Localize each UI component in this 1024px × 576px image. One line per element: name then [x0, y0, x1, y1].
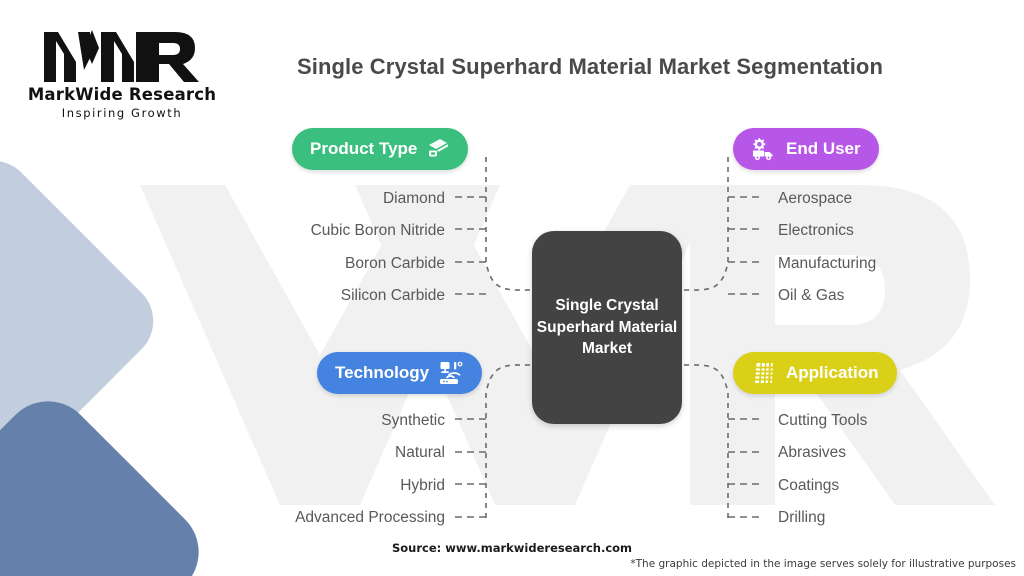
list-item: Synthetic [150, 404, 445, 437]
item-label: Advanced Processing [295, 509, 445, 526]
list-item: Drilling [778, 502, 1024, 535]
list-item: Cutting Tools [778, 404, 1024, 437]
list-item: Silicon Carbide [180, 280, 445, 313]
brand-logo: MarkWide Research Inspiring Growth [22, 28, 222, 120]
mwr-logo-icon [44, 30, 199, 82]
layers-icon [429, 139, 449, 157]
item-label: Silicon Carbide [340, 287, 445, 304]
list-item: Electronics [778, 215, 1024, 248]
item-label: Drilling [778, 509, 826, 526]
item-label: Boron Carbide [345, 254, 445, 272]
branch-label-technology: Technology [335, 363, 430, 382]
branch-badge-application[interactable]: Application [733, 352, 897, 394]
item-label: Coatings [778, 476, 840, 494]
truck-gear-icon [753, 138, 773, 161]
network-device-icon [440, 361, 463, 384]
branch-badge-end-user[interactable]: End User [733, 128, 879, 170]
branch-label-end-user: End User [786, 139, 861, 158]
list-item: Aerospace [778, 182, 1024, 215]
source-credit: Source: www.markwideresearch.com [391, 541, 633, 555]
branch-badge-technology[interactable]: Technology [317, 352, 483, 394]
branch-badge-product-type[interactable]: Product Type [292, 128, 469, 170]
item-label: Abrasives [778, 444, 847, 461]
abrasive-bars-icon [754, 363, 774, 383]
list-item: Manufacturing [778, 247, 1024, 280]
list-item: Hybrid [150, 469, 445, 502]
item-label: Electronics [778, 222, 854, 239]
list-item: Cubic Boron Nitride [180, 215, 445, 248]
item-label: Aerospace [778, 189, 853, 207]
item-label: Synthetic [381, 411, 445, 429]
brand-name: MarkWide Research [27, 85, 217, 104]
item-label: Natural [395, 444, 445, 461]
item-label: Diamond [382, 189, 445, 207]
branch-items-technology: Synthetic Natural Hybrid Advanced Proces… [150, 404, 445, 534]
center-node-label: Single Crystal Superhard Material Market [536, 297, 678, 358]
branch-items-end-user: Aerospace Electronics Manufacturing Oil … [778, 182, 1024, 312]
branch-items-product-type: Diamond Cubic Boron Nitride Boron Carbid… [180, 182, 445, 312]
list-item: Diamond [180, 182, 445, 215]
list-item: Natural [150, 437, 445, 470]
item-label: Cubic Boron Nitride [310, 222, 445, 239]
item-label: Oil & Gas [778, 287, 845, 304]
branch-label-product-type: Product Type [310, 139, 418, 158]
item-label: Hybrid [400, 476, 445, 494]
center-node: Single Crystal Superhard Material Market [532, 231, 682, 424]
branch-label-application: Application [786, 363, 879, 382]
item-label: Cutting Tools [778, 411, 868, 429]
list-item: Coatings [778, 469, 1024, 502]
page-title: Single Crystal Superhard Material Market… [296, 54, 883, 79]
brand-tagline: Inspiring Growth [61, 106, 183, 120]
list-item: Advanced Processing [150, 502, 445, 535]
item-label: Manufacturing [778, 254, 877, 272]
branch-items-application: Cutting Tools Abrasives Coatings Drillin… [778, 404, 1024, 534]
list-item: Oil & Gas [778, 280, 1024, 313]
list-item: Boron Carbide [180, 247, 445, 280]
disclaimer-note: *The graphic depicted in the image serve… [630, 558, 1016, 570]
list-item: Abrasives [778, 437, 1024, 470]
